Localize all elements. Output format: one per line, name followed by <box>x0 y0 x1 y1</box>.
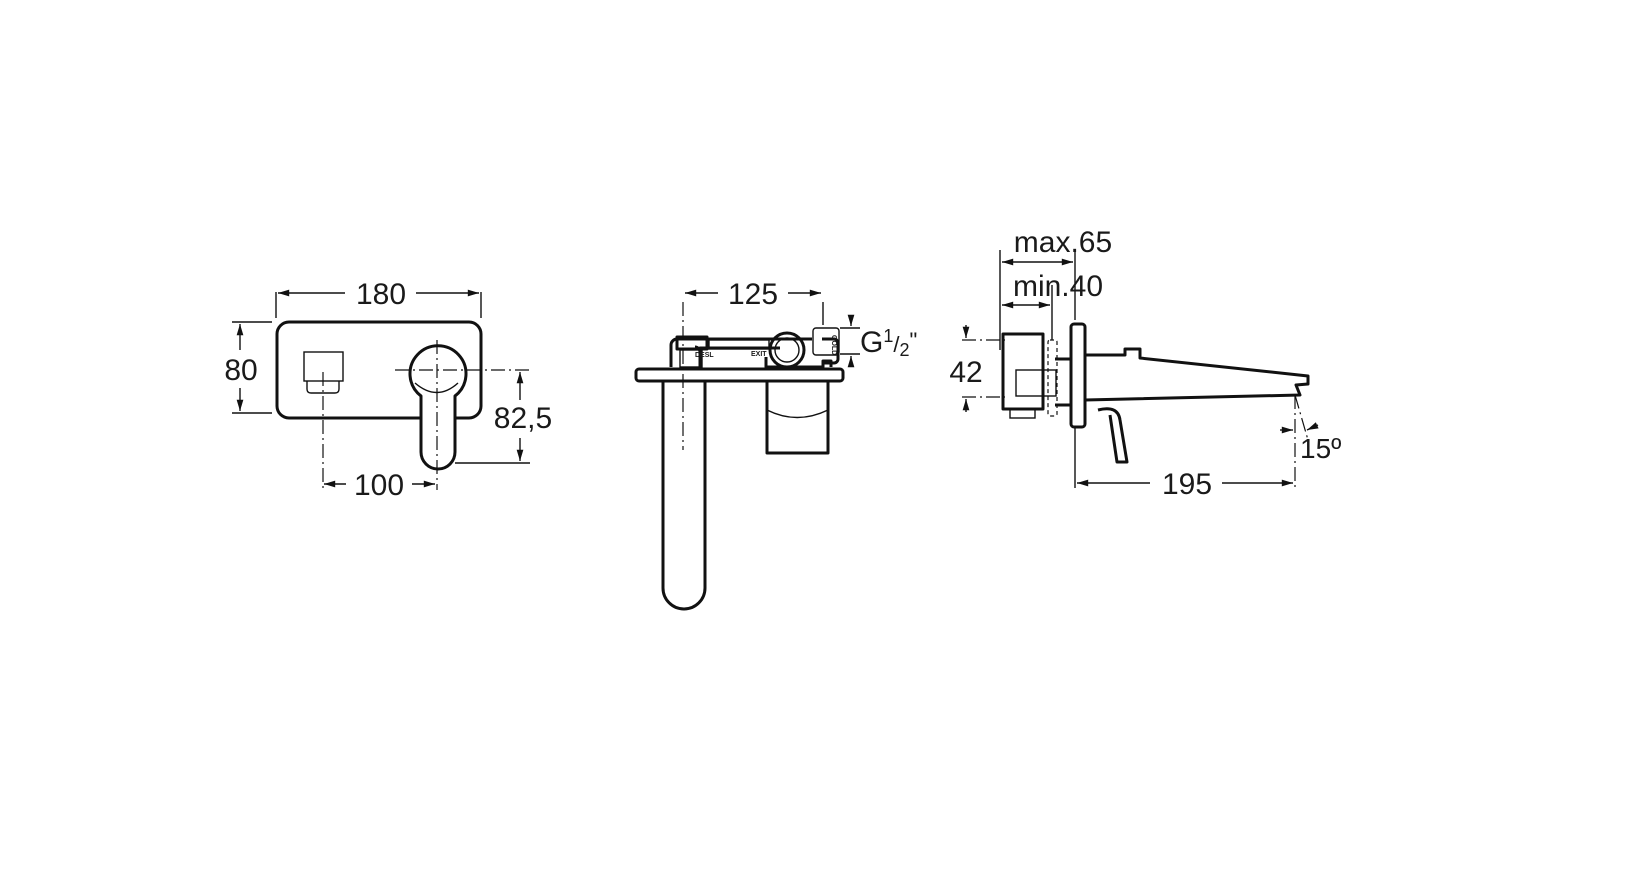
lever-drop-dimension: 82,5 <box>494 402 552 435</box>
thread-height-dimension: 42 <box>949 356 982 389</box>
axis-spacing-dimension: 100 <box>354 469 404 502</box>
stamp-mid: EXIT <box>751 351 767 358</box>
spout-top <box>661 381 707 611</box>
height-dimension: 80 <box>224 354 257 387</box>
projection-dimension: 195 <box>1162 468 1212 501</box>
lever-handle <box>408 344 468 471</box>
thread-label: G1/2" <box>860 326 917 360</box>
stamp-left: DESL <box>695 352 714 359</box>
valve-body-side <box>1001 332 1045 411</box>
spout-angle-dimension: 15º <box>1300 433 1341 464</box>
max-depth-dimension: max.65 <box>1014 226 1112 259</box>
width-dimension: 180 <box>356 278 406 311</box>
plate-section <box>634 367 845 383</box>
cartridge-body <box>765 381 830 455</box>
side-view: max.65 min.40 42 195 15º <box>949 226 1341 501</box>
axis-spacing-dimension: 125 <box>728 278 778 311</box>
spout-side <box>1084 347 1310 402</box>
wall-plate-side <box>1069 322 1087 429</box>
stamp-right: GOLD <box>830 335 837 355</box>
front-view: 180 80 82,5 100 <box>224 278 552 502</box>
top-view: DESL EXIT GOLD 125 G1/2" <box>634 278 917 611</box>
lever-side <box>1097 407 1129 464</box>
min-depth-dimension: min.40 <box>1013 270 1103 303</box>
